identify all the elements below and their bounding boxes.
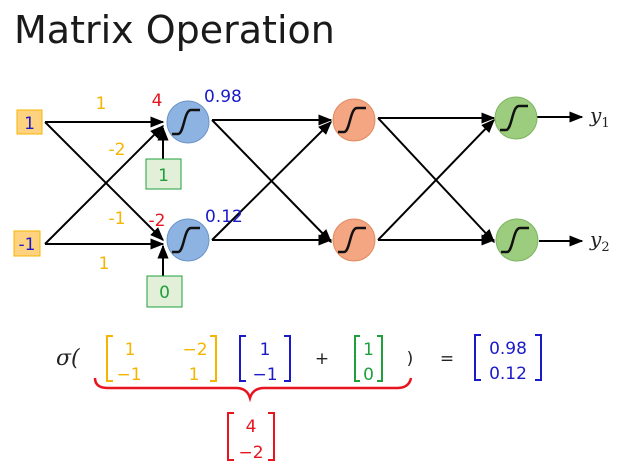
vector-cell: 1 [363,340,374,360]
vector-cell: 1 [260,340,271,360]
preactivation-label: -2 [149,211,166,231]
matrix-cell: 1 [189,365,200,385]
activation-label: 0.12 [205,207,243,227]
neuron-layer2-1 [332,98,376,142]
vector-cell: 0.12 [489,364,527,384]
vector-cell: −1 [252,365,277,385]
result-vector: 0.98 0.12 [474,334,542,384]
weight-label: 1 [99,254,110,274]
input-node-1: 1 [16,109,43,135]
input-value-2: -1 [19,235,36,255]
matrix-cell: −1 [116,365,141,385]
sigmoid-icon [500,104,528,132]
neuron-layer1-1 [166,100,210,144]
bias-vector: 1 0 [354,335,383,385]
input-node-2: -1 [13,230,41,257]
matrix-cell: 1 [125,340,136,360]
page-title: Matrix Operation [14,8,335,52]
plus-sign: + [315,349,329,369]
vector-cell: 4 [246,417,257,437]
edge-x1-n2 [44,121,164,241]
sigma-symbol: σ( [56,346,80,371]
vector-cell: 0.98 [489,339,527,359]
bias-value-1: 1 [158,166,169,186]
preactivation-vector: 4 −2 [227,412,275,463]
matrix-cell: −2 [182,340,207,360]
layer1-edges [44,116,169,276]
layer2-edges [211,114,333,246]
layer3-edges [377,111,584,247]
vector-cell: −2 [238,443,263,463]
bias-value-2: 0 [159,283,170,303]
neuron-layer3-2 [495,218,539,262]
equals-sign: = [440,349,454,369]
preactivation-label: 4 [152,91,163,111]
equation: σ( 1 −2 −1 1 1 −1 + 1 0 ) = [56,334,542,463]
output-label-y1: y1 [589,103,610,131]
input-vector: 1 −1 [239,335,291,385]
sigmoid-icon [172,226,200,254]
edge-n2-m1 [211,121,332,241]
sigmoid-icon [338,106,366,134]
neuron-layer2-2 [332,218,376,262]
neuron-layer3-1 [494,96,538,140]
edge-x2-n1 [44,125,164,245]
edge-m2-o1 [377,118,495,241]
weight-matrix: 1 −2 −1 1 [106,335,217,385]
activation-label: 0.98 [204,87,242,107]
sigmoid-icon [172,108,200,136]
sigmoid-icon [501,226,529,254]
neuron-layer1-2 [166,218,210,262]
weight-label: -1 [109,209,126,229]
bias-node-2: 0 [146,275,183,308]
input-value-1: 1 [24,114,35,134]
underbrace [93,377,413,403]
output-label-y2: y2 [589,227,610,255]
weight-label: 1 [96,94,107,114]
sigmoid-icon [338,226,366,254]
bias-node-1: 1 [145,158,182,190]
close-paren: ) [407,349,414,369]
weight-label: -2 [109,140,126,160]
vector-cell: 0 [363,365,374,385]
